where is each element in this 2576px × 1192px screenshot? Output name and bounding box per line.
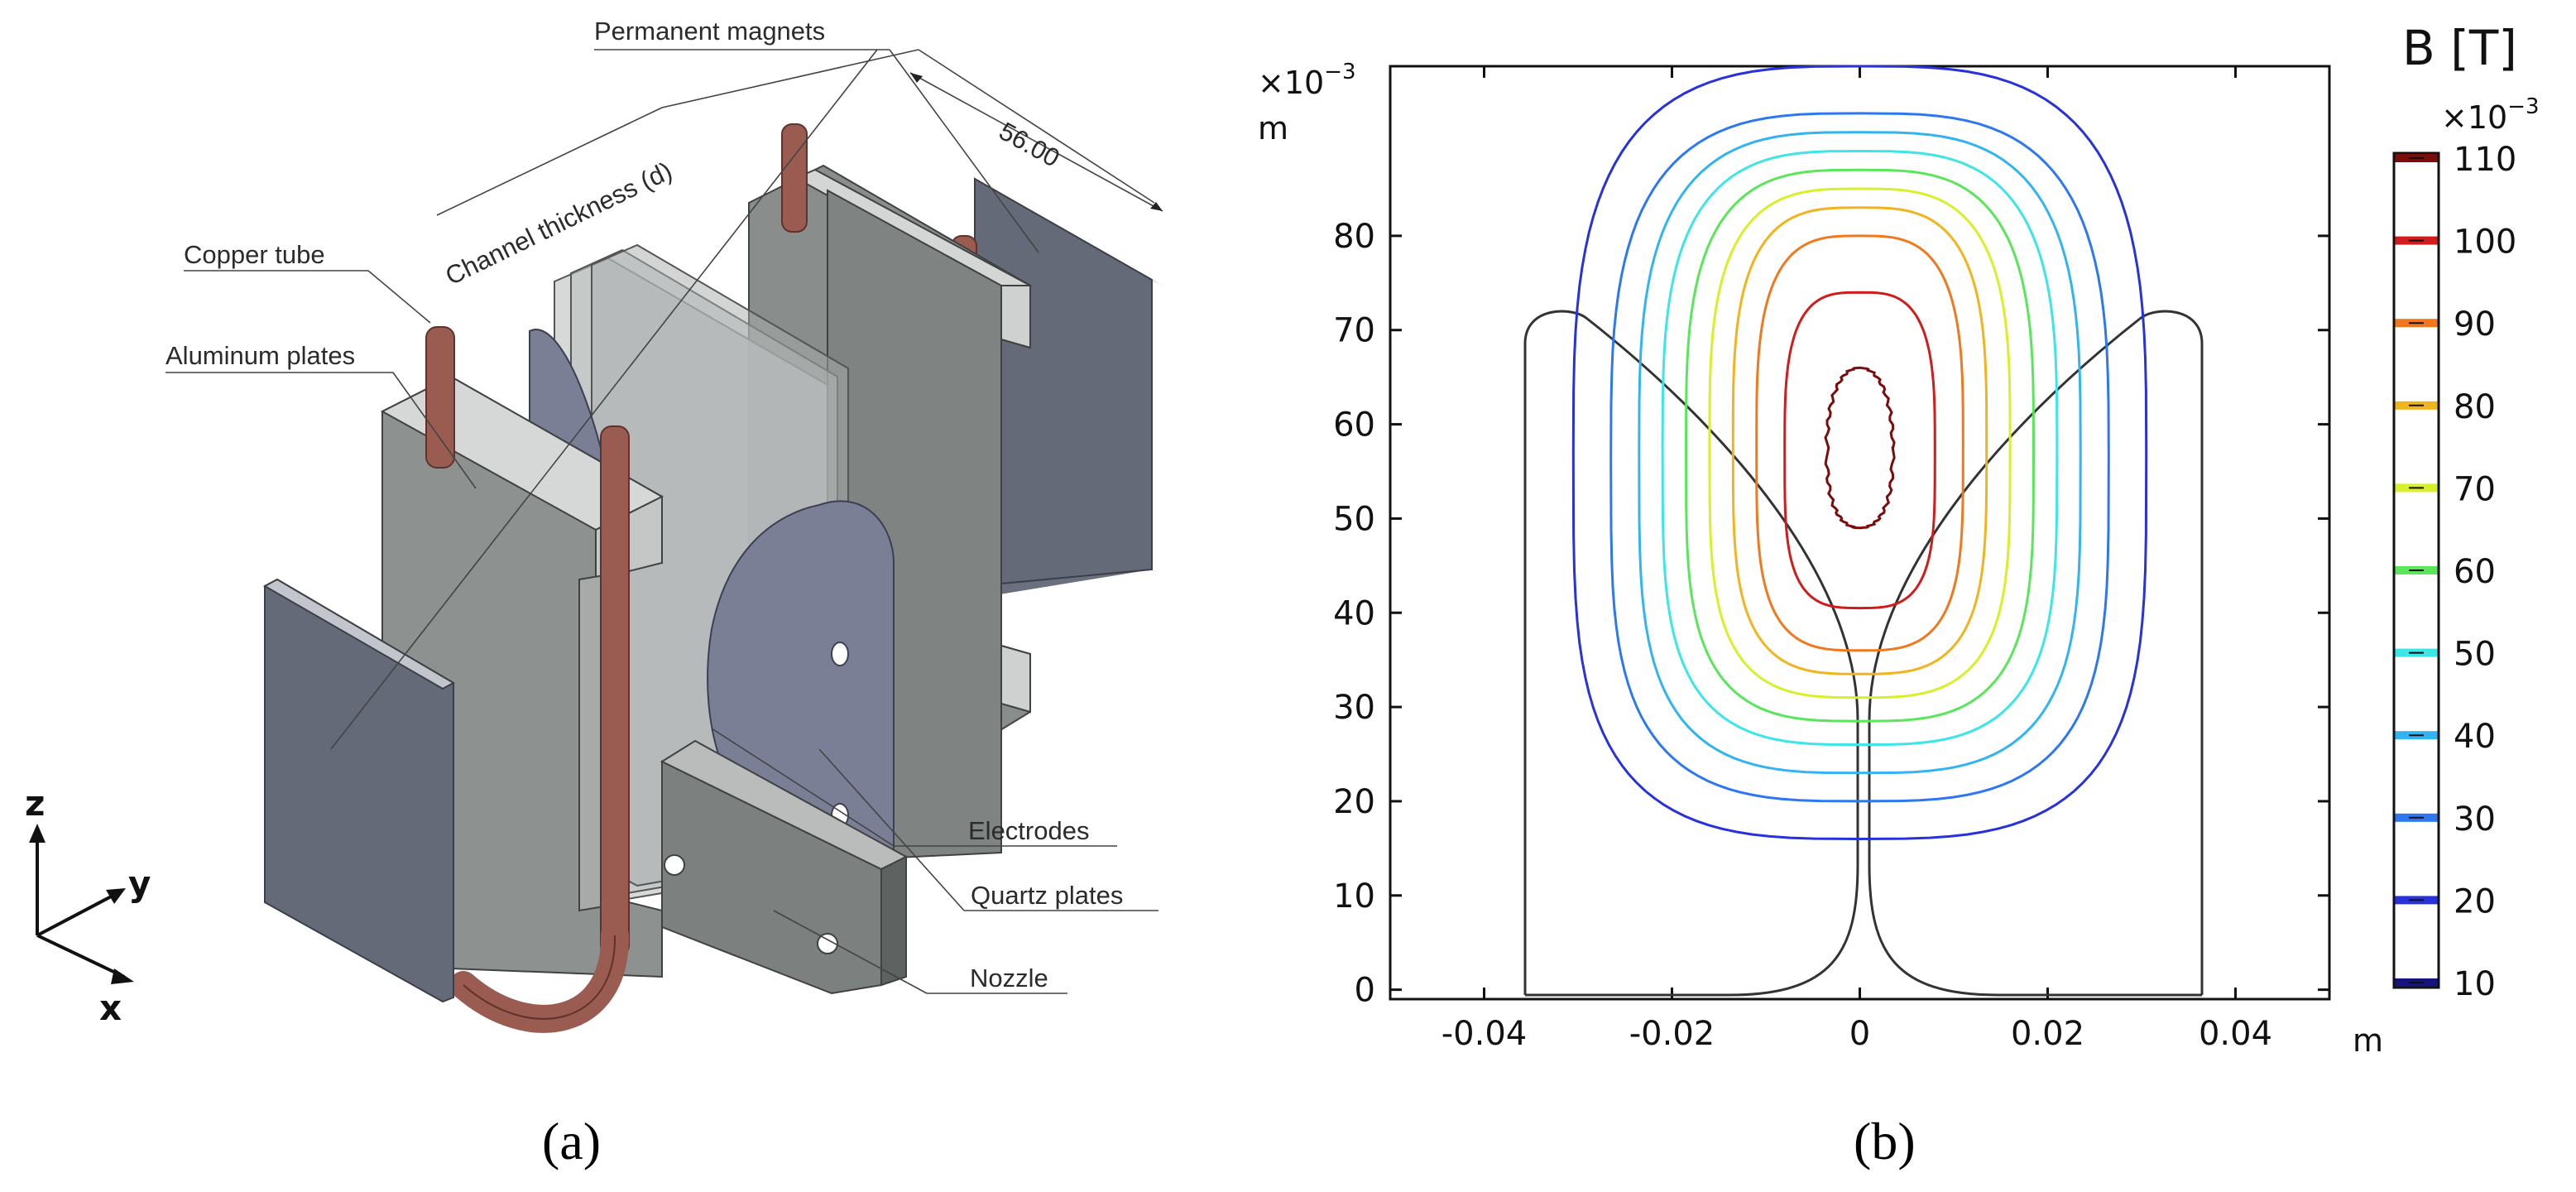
x-tick-label: 0.02 <box>2011 1015 2084 1053</box>
y-tick-label: 0 <box>1355 972 1375 1010</box>
contour-line-20 <box>1571 65 2148 841</box>
copper-tube-back-left <box>781 123 808 233</box>
nozzle <box>660 739 909 995</box>
contour-line-40 <box>1638 131 2082 775</box>
axis-y-label: y <box>128 863 151 904</box>
x-tick-label: -0.04 <box>1442 1015 1528 1053</box>
contour-lines <box>1571 65 2148 841</box>
panel-a-label: (a) <box>542 1112 601 1170</box>
colorbar-label: 20 <box>2454 882 2496 920</box>
dimension-label: 56.00 <box>995 117 1065 173</box>
contour-line-80 <box>1731 206 1988 675</box>
contour-line-100 <box>1783 291 1936 610</box>
y-tick-label: 10 <box>1333 877 1375 916</box>
colorbar-label: 50 <box>2454 636 2496 674</box>
y-tick-label: 80 <box>1333 218 1375 256</box>
dimension-arrows <box>910 73 1163 211</box>
y-tick-label: 50 <box>1333 500 1375 538</box>
axis-triad-arrowheads <box>29 824 134 984</box>
copper-tube-front <box>425 326 630 1033</box>
colorbar-label: 60 <box>2454 553 2496 591</box>
x-ticks: -0.04 -0.02 0 0.02 0.04 <box>1442 66 2272 1053</box>
colorbar-levels: 110 100 90 80 70 60 50 40 30 20 10 <box>2395 141 2516 1003</box>
colorbar-label: 110 <box>2454 141 2516 179</box>
callout-copper-tube: Copper tube <box>184 240 325 269</box>
colorbar-label: 100 <box>2454 223 2516 262</box>
contour-line-110 <box>1824 366 1896 530</box>
colorbar-label: 80 <box>2454 388 2496 426</box>
axis-x-label: x <box>99 988 122 1028</box>
panel-a-assembly: Permanent magnets Channel thickness (d) … <box>25 17 1167 1170</box>
colorbar-exponent: ×10−3 <box>2441 94 2540 136</box>
magnet-back-right <box>974 177 1167 596</box>
colorbar-label: 10 <box>2454 965 2496 1003</box>
contour-line-50 <box>1661 149 2059 747</box>
y-ticks: 0 10 20 30 40 50 60 70 80 <box>1333 218 2329 1010</box>
callout-permanent-magnets: Permanent magnets <box>594 17 825 46</box>
y-unit-label: m <box>1258 110 1288 147</box>
y-tick-label: 30 <box>1333 689 1375 727</box>
plot-frame <box>1389 65 2331 1001</box>
y-tick-label: 20 <box>1333 783 1375 821</box>
y-tick-label: 70 <box>1333 312 1375 350</box>
contour-line-30 <box>1609 112 2110 803</box>
colorbar-label: 40 <box>2454 718 2496 756</box>
x-tick-label: 0 <box>1849 1015 1870 1053</box>
callout-leaders <box>165 49 1163 994</box>
axis-triad <box>36 836 125 978</box>
contour-line-70 <box>1708 187 2012 699</box>
geometry-outline <box>1523 310 2204 997</box>
x-tick-label: -0.02 <box>1629 1015 1715 1053</box>
colorbar-label: 90 <box>2454 305 2496 344</box>
colorbar-label: 30 <box>2454 800 2496 839</box>
callout-electrodes: Electrodes <box>968 816 1089 845</box>
x-unit-label: m <box>2353 1022 2383 1059</box>
y-tick-label: 60 <box>1333 406 1375 445</box>
y-exponent-label: ×10−3 <box>1258 60 1356 101</box>
callout-nozzle: Nozzle <box>970 964 1048 993</box>
magnet-front-left <box>262 578 456 1003</box>
colorbar-label: 70 <box>2454 470 2496 508</box>
axis-z-label: z <box>25 783 45 824</box>
colorbar-title: B [T] <box>2402 20 2517 76</box>
panel-b-label: (b) <box>1854 1112 1916 1170</box>
contour-line-90 <box>1755 234 1964 652</box>
callout-quartz-plates: Quartz plates <box>971 881 1123 910</box>
callout-aluminum-plates: Aluminum plates <box>165 341 355 370</box>
y-tick-label: 40 <box>1333 594 1375 632</box>
x-tick-label: 0.04 <box>2199 1015 2272 1053</box>
contour-line-60 <box>1684 168 2036 723</box>
